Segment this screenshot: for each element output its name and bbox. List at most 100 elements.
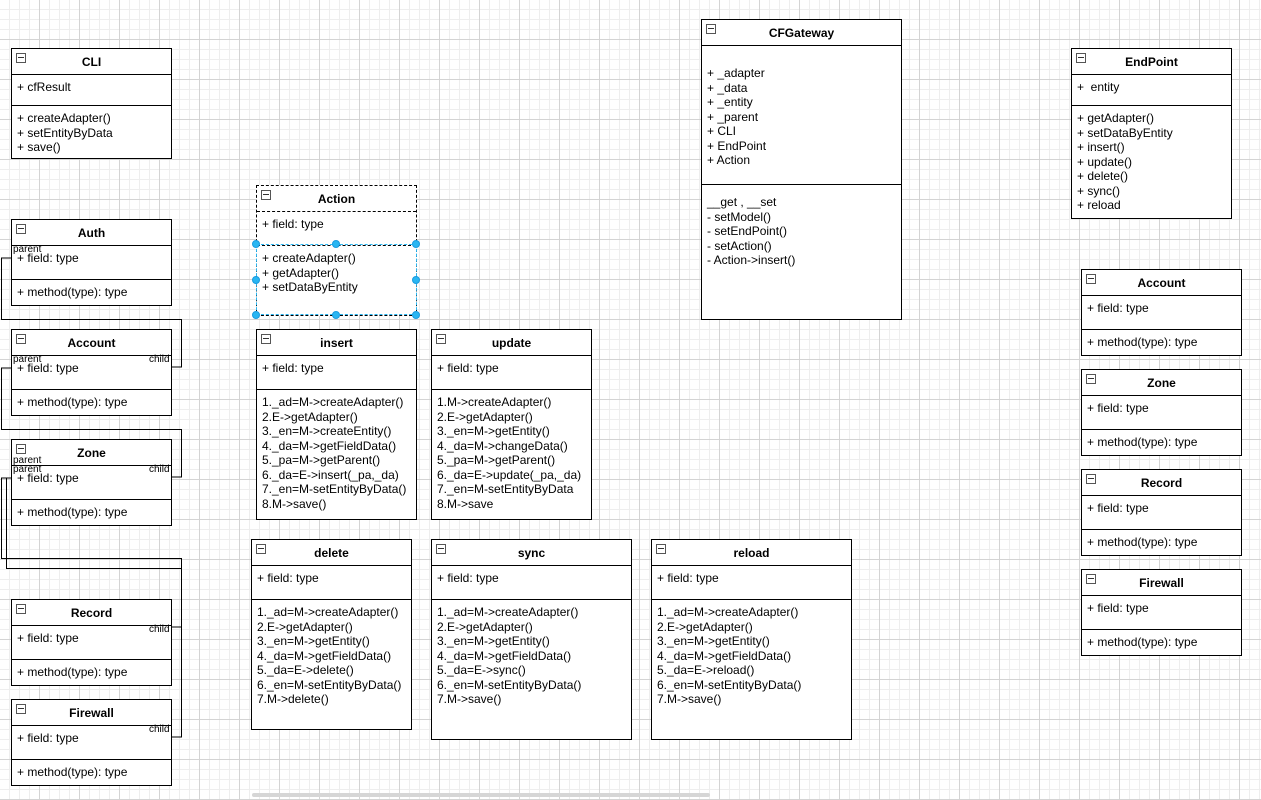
edge-label-parent-zone-2: parent — [13, 464, 42, 475]
methods-section: 1._ad=M->createAdapter() 2.E->getAdapter… — [257, 389, 416, 516]
edge-label-parent-account: parent — [13, 354, 42, 365]
class-header: Account — [1082, 270, 1241, 296]
methods-section: 1._ad=M->createAdapter() 2.E->getAdapter… — [432, 599, 631, 712]
class-zone-right[interactable]: Zone + field: type + method(type): type — [1081, 369, 1242, 456]
class-endpoint[interactable]: EndPoint + entity + getAdapter() + setDa… — [1071, 48, 1232, 219]
class-header: sync — [432, 540, 631, 566]
methods-section: + method(type): type — [12, 499, 171, 525]
collapse-icon[interactable] — [1086, 374, 1096, 384]
class-header: update — [432, 330, 591, 356]
resize-handle-sw[interactable] — [252, 311, 260, 319]
class-title: delete — [314, 546, 349, 560]
attributes-section: + field: type — [17, 251, 79, 265]
attributes-section: + field: type — [1087, 401, 1149, 415]
attributes-section: + field: type — [262, 361, 324, 375]
class-update[interactable]: update + field: type 1.M->createAdapter(… — [431, 329, 592, 520]
collapse-icon[interactable] — [261, 190, 271, 200]
class-header: Account — [12, 330, 171, 356]
class-header: EndPoint — [1072, 49, 1231, 75]
class-header: Zone — [12, 440, 171, 466]
resize-handle-e[interactable] — [412, 276, 420, 284]
class-header: Auth — [12, 220, 171, 246]
class-title: CFGateway — [768, 26, 835, 40]
resize-handle-se[interactable] — [412, 311, 420, 319]
collapse-icon[interactable] — [1086, 574, 1096, 584]
class-firewall-right[interactable]: Firewall + field: type + method(type): t… — [1081, 569, 1242, 656]
collapse-icon[interactable] — [1076, 53, 1086, 63]
attributes-section: + field: type — [1087, 501, 1149, 515]
class-header: Record — [1082, 470, 1241, 496]
class-sync[interactable]: sync + field: type 1._ad=M->createAdapte… — [431, 539, 632, 740]
class-title: Auth — [77, 226, 106, 240]
resize-handle-nw[interactable] — [252, 240, 260, 248]
attributes-section: + field: type — [437, 361, 499, 375]
collapse-icon[interactable] — [706, 24, 716, 34]
class-action[interactable]: Action + field: type + createAdapter() +… — [256, 185, 417, 316]
edge-label-parent-zone: parent — [13, 455, 42, 466]
class-title: Zone — [1147, 376, 1176, 390]
class-header: CLI — [12, 49, 171, 75]
class-title: Record — [70, 606, 113, 620]
class-title: Firewall — [69, 706, 114, 720]
resize-handle-n[interactable] — [332, 240, 340, 248]
class-title: sync — [517, 546, 546, 560]
class-title: Firewall — [1139, 576, 1184, 590]
class-account-right[interactable]: Account + field: type + method(type): ty… — [1081, 269, 1242, 356]
attributes-section: + field: type — [437, 571, 499, 585]
methods-section: + method(type): type — [1082, 329, 1241, 355]
class-reload[interactable]: reload + field: type 1._ad=M->createAdap… — [651, 539, 852, 740]
methods-section: + method(type): type — [1082, 529, 1241, 555]
methods-section: 1._ad=M->createAdapter() 2.E->getAdapter… — [652, 599, 851, 712]
collapse-icon[interactable] — [1086, 474, 1096, 484]
class-cfgateway[interactable]: CFGateway + _adapter + _data + _entity +… — [701, 19, 902, 320]
horizontal-scrollbar[interactable] — [252, 793, 710, 797]
class-record-right[interactable]: Record + field: type + method(type): typ… — [1081, 469, 1242, 556]
methods-section: + method(type): type — [1082, 429, 1241, 455]
class-title: insert — [320, 336, 353, 350]
methods-section: + createAdapter() + getAdapter() + setDa… — [257, 245, 416, 300]
edge-label-child-record: child — [149, 624, 170, 635]
class-account-left[interactable]: Account + field: type + method(type): ty… — [11, 329, 172, 416]
resize-handle-w[interactable] — [252, 276, 260, 284]
class-title: Account — [1137, 276, 1186, 290]
collapse-icon[interactable] — [16, 704, 26, 714]
attributes-section: + _adapter + _data + _entity + _parent +… — [707, 66, 767, 167]
collapse-icon[interactable] — [261, 334, 271, 344]
collapse-icon[interactable] — [256, 544, 266, 554]
attributes-section: + field: type — [657, 571, 719, 585]
collapse-icon[interactable] — [436, 544, 446, 554]
attributes-section: + cfResult — [17, 80, 71, 94]
class-header: Firewall — [12, 700, 171, 726]
edge-label-child-zone: child — [149, 464, 170, 475]
attributes-section: + field: type — [17, 361, 79, 375]
class-firewall-left[interactable]: Firewall + field: type + method(type): t… — [11, 699, 172, 786]
resize-handle-s[interactable] — [332, 311, 340, 319]
resize-handle-ne[interactable] — [412, 240, 420, 248]
collapse-icon[interactable] — [16, 53, 26, 63]
class-header: insert — [257, 330, 416, 356]
methods-section: 1._ad=M->createAdapter() 2.E->getAdapter… — [252, 599, 411, 712]
methods-section: __get , __set - setModel() - setEndPoint… — [702, 184, 901, 273]
class-insert[interactable]: insert + field: type 1._ad=M->createAdap… — [256, 329, 417, 520]
collapse-icon[interactable] — [16, 224, 26, 234]
methods-section: + getAdapter() + setDataByEntity + inser… — [1072, 105, 1231, 218]
class-header: delete — [252, 540, 411, 566]
class-title: reload — [733, 546, 770, 560]
collapse-icon[interactable] — [16, 604, 26, 614]
edge-label-child-account: child — [149, 354, 170, 365]
collapse-icon[interactable] — [436, 334, 446, 344]
collapse-icon[interactable] — [16, 334, 26, 344]
collapse-icon[interactable] — [656, 544, 666, 554]
class-delete[interactable]: delete + field: type 1._ad=M->createAdap… — [251, 539, 412, 730]
class-record-left[interactable]: Record + field: type + method(type): typ… — [11, 599, 172, 686]
class-zone-left[interactable]: Zone + field: type + method(type): type — [11, 439, 172, 526]
methods-section: + method(type): type — [12, 389, 171, 415]
collapse-icon[interactable] — [1086, 274, 1096, 284]
class-auth[interactable]: Auth + field: type + method(type): type — [11, 219, 172, 306]
class-title: EndPoint — [1125, 55, 1178, 69]
collapse-icon[interactable] — [16, 444, 26, 454]
attributes-section: + field: type — [17, 631, 79, 645]
class-cli[interactable]: CLI + cfResult + createAdapter() + setEn… — [11, 48, 172, 159]
methods-section: + method(type): type — [12, 659, 171, 685]
class-header: reload — [652, 540, 851, 566]
